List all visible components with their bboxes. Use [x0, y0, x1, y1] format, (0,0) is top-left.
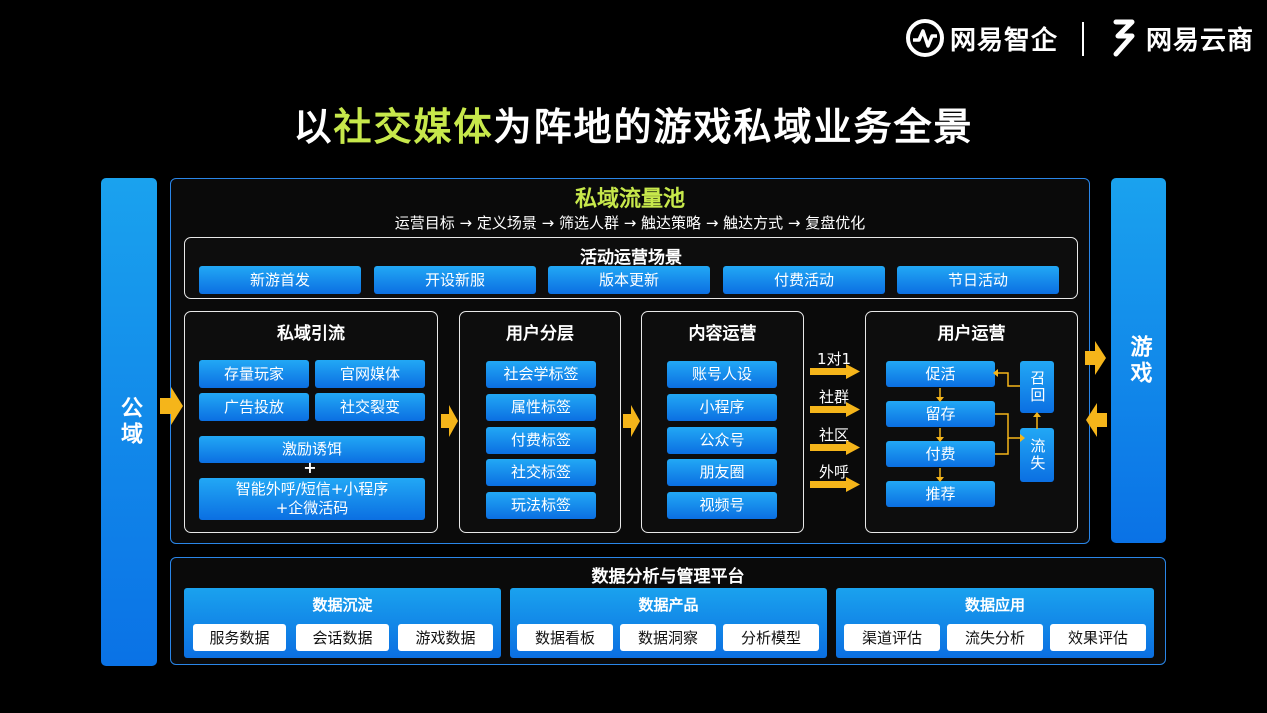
data-item: 流失分析	[947, 624, 1043, 651]
netease-yunshang-logo-icon	[1113, 19, 1135, 57]
data-item: 渠道评估	[844, 624, 940, 651]
activity-item: 付费活动	[723, 266, 885, 294]
userops-stage: 促活	[886, 361, 995, 387]
activity-item: 开设新服	[374, 266, 536, 294]
arrow-right-icon	[160, 387, 183, 425]
brand-netease-zhiqi: 网易智企	[906, 16, 1058, 60]
page-title: 以社交媒体为阵地的游戏私域业务全景	[293, 105, 974, 149]
channel-label: 外呼	[818, 463, 849, 481]
arrow-right-icon	[441, 405, 458, 437]
brand-left-name: 网易智企	[950, 25, 1059, 56]
data-item: 会话数据	[296, 624, 389, 651]
layering-tag: 玩法标签	[486, 492, 596, 519]
content-item: 朋友圈	[667, 459, 777, 486]
game-label: 游戏	[1126, 334, 1152, 387]
userops-flow-arrows	[936, 369, 1041, 482]
content-item: 公众号	[667, 427, 777, 454]
data-item: 数据看板	[517, 624, 613, 651]
acquisition-item: 广告投放	[199, 393, 309, 421]
content-item: 小程序	[667, 394, 777, 421]
pool-title: 私域流量池	[574, 187, 685, 212]
brand-divider	[1082, 22, 1084, 56]
title-highlight: 社交媒体	[333, 105, 494, 149]
arrow-left-icon	[1086, 403, 1107, 437]
channel-arrows	[810, 364, 860, 492]
channel-label: 社群	[818, 388, 849, 406]
incentive-bait: 激励诱饵	[199, 436, 425, 463]
recall-box: 召回	[1020, 361, 1054, 413]
outreach-tools-line2: +企微活码	[275, 499, 349, 517]
outreach-tools: 智能外呼/短信+小程序 +企微活码	[199, 478, 425, 520]
outreach-tools-line1: 智能外呼/短信+小程序	[235, 480, 389, 499]
brand-netease-yunshang: 网易云商	[1108, 16, 1254, 60]
channel-arrow-icon	[810, 364, 860, 379]
userops-stage: 付费	[886, 441, 995, 467]
data-item: 效果评估	[1050, 624, 1146, 651]
arrow-right-icon	[1085, 341, 1106, 375]
recall-label: 召回	[1028, 370, 1047, 404]
group-title: 数据应用	[964, 596, 1025, 614]
layering-tag: 社交标签	[486, 459, 596, 486]
layering-tag: 属性标签	[486, 394, 596, 421]
data-item: 数据洞察	[620, 624, 716, 651]
platform-title: 数据分析与管理平台	[591, 567, 745, 587]
group-title: 数据沉淀	[312, 596, 373, 614]
acquisition-item: 社交裂变	[315, 393, 425, 421]
data-item: 游戏数据	[398, 624, 493, 651]
plus-sign: +	[303, 458, 317, 477]
data-item: 服务数据	[193, 624, 286, 651]
acquisition-item: 存量玩家	[199, 360, 309, 388]
data-item: 分析模型	[723, 624, 819, 651]
churn-label: 流失	[1028, 438, 1047, 472]
brand-right-name: 网易云商	[1146, 25, 1255, 56]
channel-label: 1对1	[816, 350, 852, 368]
userops-title: 用户运营	[937, 324, 1006, 344]
channel-arrow-icon	[810, 402, 860, 417]
pool-flow: 运营目标 → 定义场景 → 筛选人群 → 触达策略 → 触达方式 → 复盘优化	[394, 214, 866, 232]
layering-title: 用户分层	[506, 324, 574, 344]
channel-label: 社区	[818, 426, 849, 444]
public-domain-label: 公域	[117, 396, 142, 448]
userops-stage: 留存	[886, 401, 995, 427]
acquisition-title: 私域引流	[277, 324, 345, 344]
churn-box: 流失	[1020, 428, 1054, 482]
activity-item: 版本更新	[548, 266, 710, 294]
content-item: 账号人设	[667, 361, 777, 388]
game-bar: 游戏	[1111, 178, 1166, 543]
activity-item: 节日活动	[897, 266, 1059, 294]
group-title: 数据产品	[638, 596, 699, 614]
netease-zhiqi-logo-icon	[906, 19, 944, 57]
activity-title: 活动运营场景	[580, 248, 682, 268]
public-domain-bar: 公域	[101, 178, 157, 666]
content-title: 内容运营	[688, 324, 757, 344]
content-item: 视频号	[667, 492, 777, 519]
acquisition-item: 官网媒体	[315, 360, 425, 388]
channel-arrow-icon	[810, 477, 860, 492]
layering-tag: 付费标签	[486, 427, 596, 454]
channel-arrow-icon	[810, 440, 860, 455]
layering-tag: 社会学标签	[486, 361, 596, 388]
activity-item: 新游首发	[199, 266, 361, 294]
arrow-right-icon	[623, 405, 640, 437]
userops-stage: 推荐	[886, 481, 995, 507]
